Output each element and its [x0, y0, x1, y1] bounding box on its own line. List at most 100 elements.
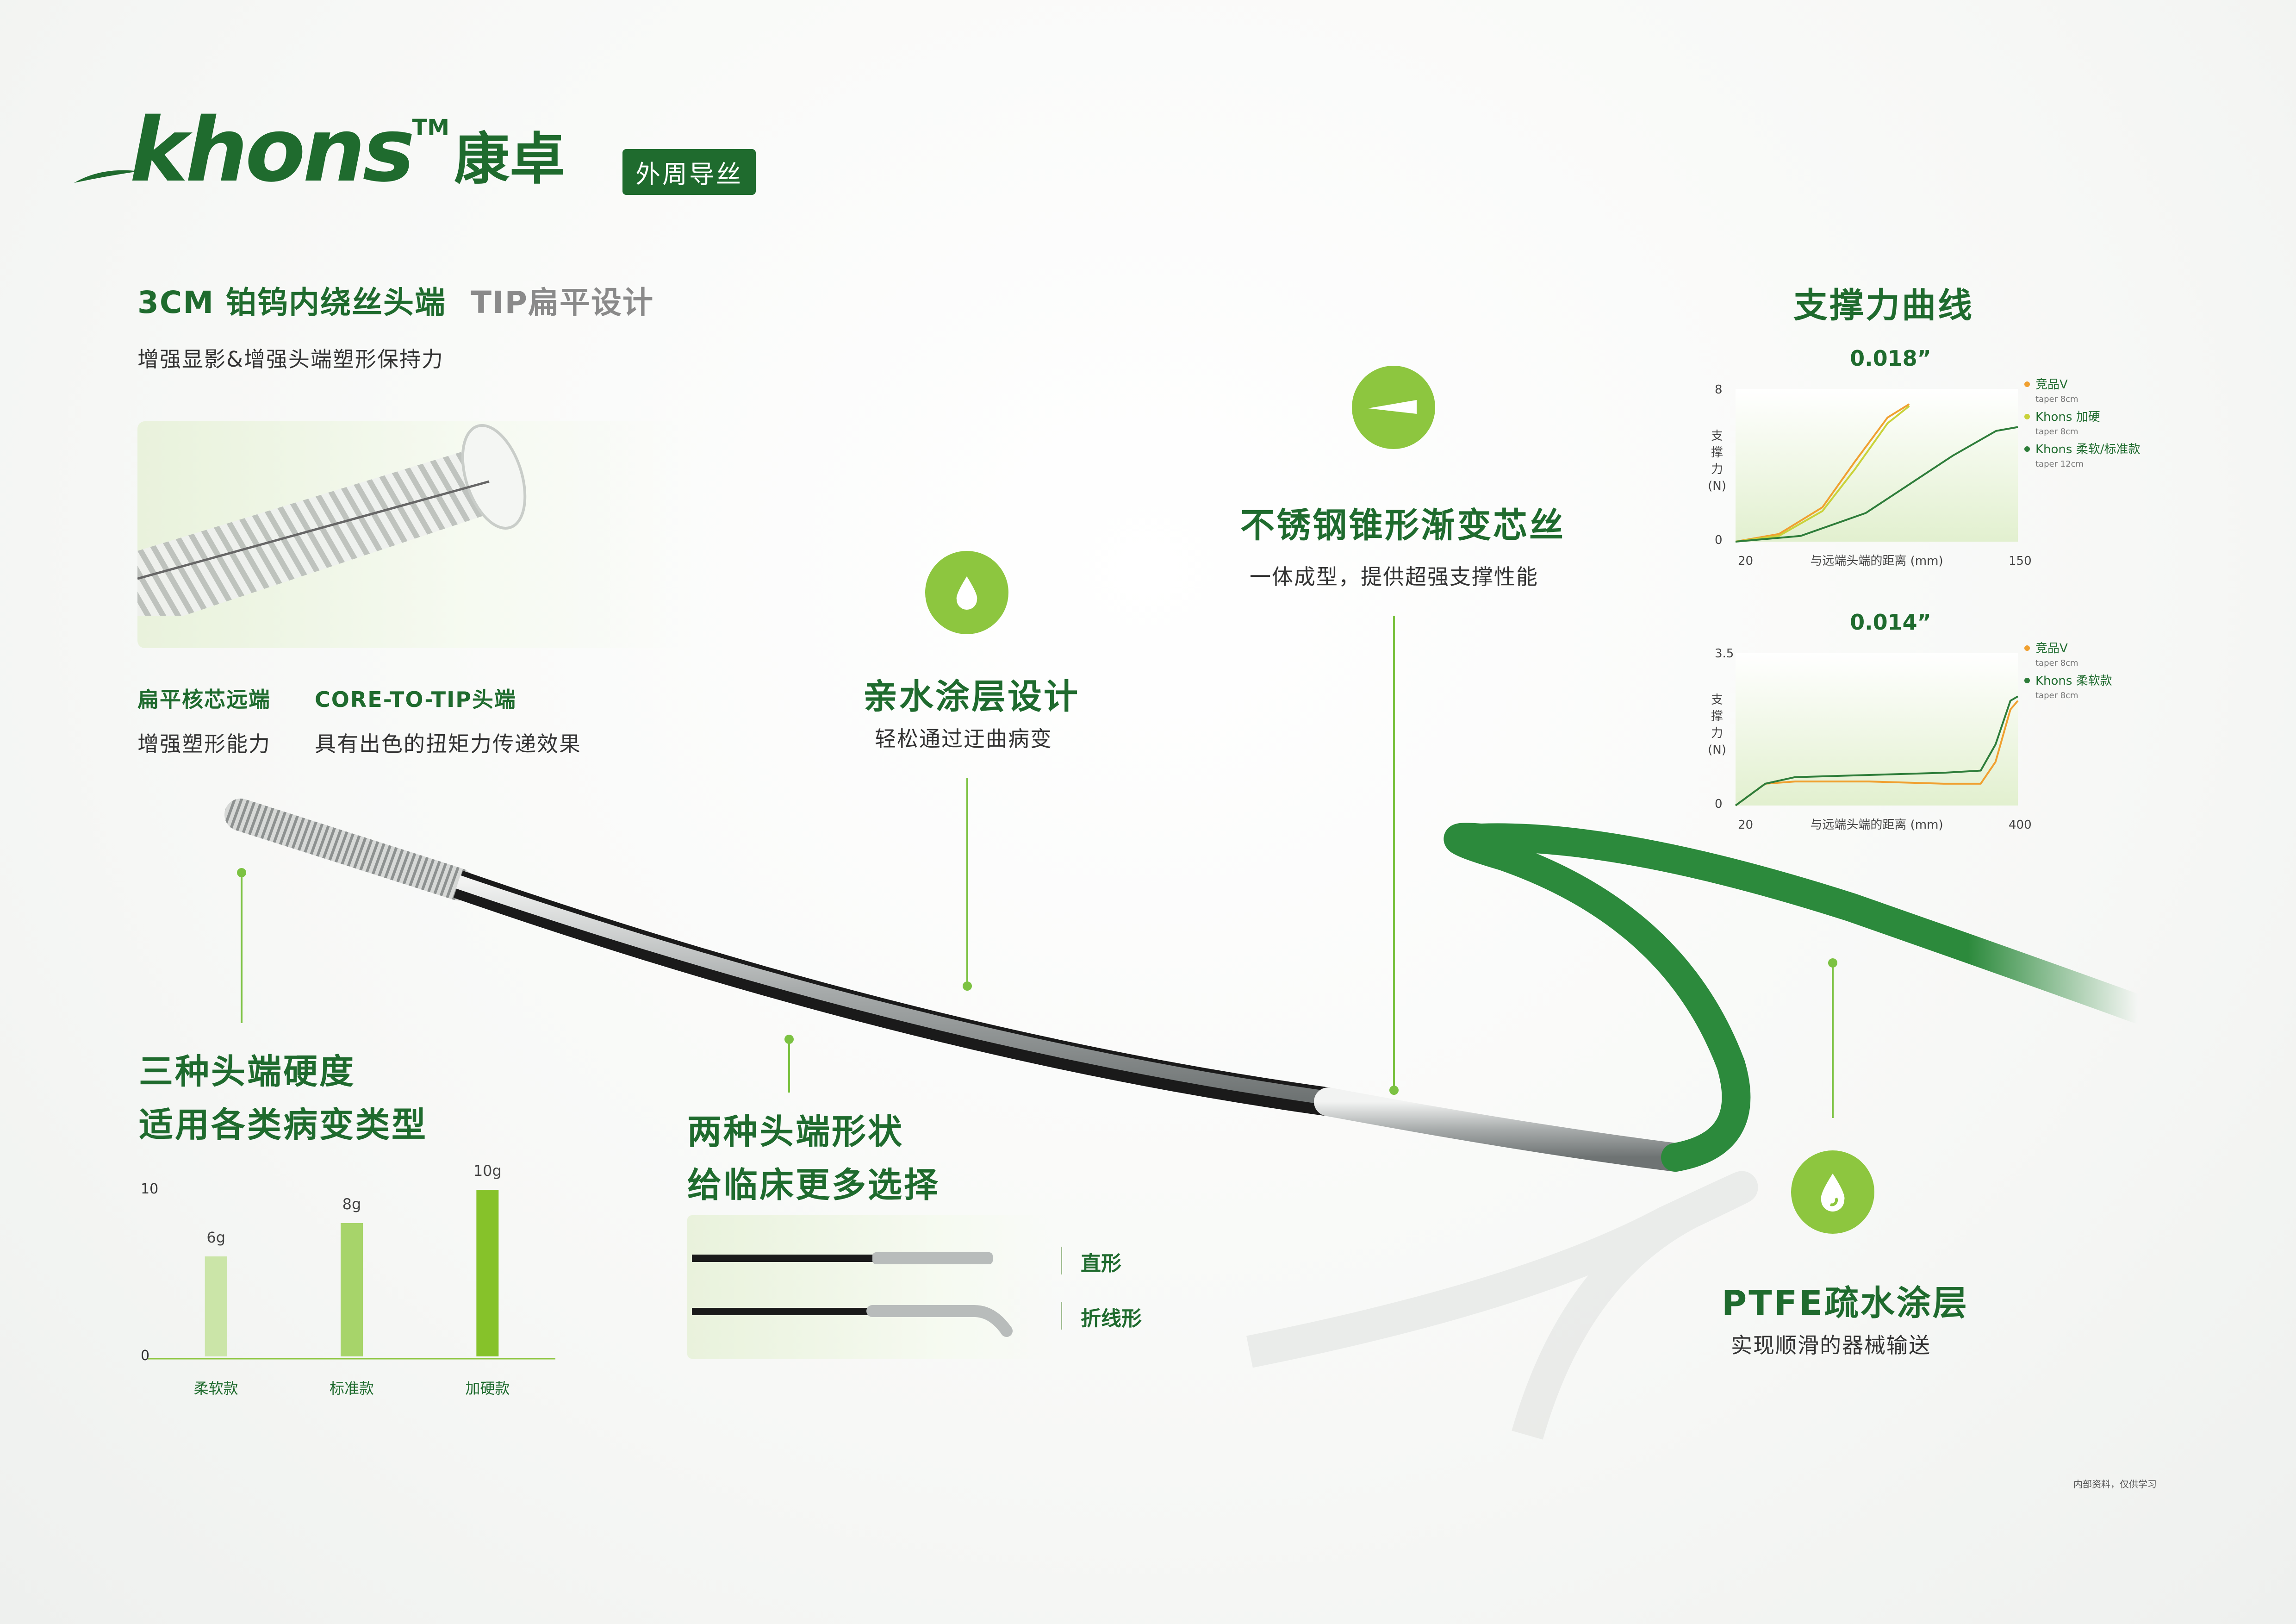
ptfe-leader-dot: [1828, 958, 1837, 968]
y-axis-label: 支: [1711, 429, 1723, 443]
angled-shape-divider: [1061, 1302, 1062, 1330]
chart-title: 0.014”: [1850, 610, 1931, 635]
hardness-leader-line: [241, 875, 243, 1023]
product-category-badge: 外周导丝: [622, 149, 756, 195]
hardness-bar-chart: 0 10 6g 柔软款 8g 标准款 10g 加硬款: [141, 1162, 555, 1397]
straight-shape-divider: [1061, 1247, 1062, 1274]
y-axis-label: 撑: [1711, 710, 1723, 724]
legend-marker: [2024, 381, 2030, 387]
y-tick-label: 3.5: [1715, 647, 1734, 661]
legend-sublabel: taper 8cm: [2035, 691, 2078, 700]
tip-subtitle-gray: TIP扁平设计: [471, 285, 654, 320]
core-desc: 一体成型，提供超强支撑性能: [1250, 564, 1538, 589]
support-chart-014: 0.014” 0 3.5 20 400 与远端头端的距离 (mm) 支撑力 (N) 竞品V tap…: [1708, 610, 2112, 832]
chart-title: 0.018”: [1850, 346, 1931, 371]
y-tick-label: 8: [1715, 383, 1723, 397]
feature-flat-core-title: 扁平核芯远端: [137, 687, 271, 712]
hydrophilic-leader-dot: [963, 981, 972, 991]
x-tick-label: 20: [1738, 818, 1753, 832]
taper-core-icon: [1352, 366, 1435, 449]
shapes-title-line1: 两种头端形状: [687, 1112, 904, 1152]
y-axis-label: 力: [1711, 726, 1723, 740]
legend-marker: [2024, 645, 2030, 651]
legend-marker: [2024, 414, 2030, 419]
legend-label: Khons 柔软/标准款: [2035, 443, 2140, 456]
hardness-leader-dot: [237, 868, 246, 877]
ptfe-desc: 实现顺滑的器械输送: [1731, 1333, 1931, 1358]
y-tick-label: 0: [1715, 533, 1723, 547]
legend-marker: [2024, 678, 2030, 683]
straight-shape-label: 直形: [1081, 1252, 1121, 1275]
legend-marker: [2024, 446, 2030, 452]
series-line: [1735, 426, 2018, 543]
core-leader-line: [1393, 616, 1395, 1088]
category-label: 标准款: [330, 1380, 374, 1397]
hydrophilic-title: 亲水涂层设计: [863, 677, 1080, 717]
tip-subtitle: 增强显影&增强头端塑形保持力: [137, 347, 444, 372]
coil-tip-image: [137, 421, 693, 648]
hardness-title-line1: 三种头端硬度: [139, 1052, 355, 1092]
y-tick-label: 0: [141, 1348, 149, 1364]
hydrophilic-leader-line: [966, 778, 968, 986]
ptfe-title: PTFE疏水涂层: [1722, 1283, 1969, 1323]
x-axis-label: 与远端头端的距离 (mm): [1810, 554, 1943, 568]
y-axis-label: (N): [1708, 743, 1726, 757]
hydrophilic-icon: [925, 551, 1008, 634]
y-axis-label: 撑: [1711, 446, 1723, 460]
angled-shape-label: 折线形: [1081, 1307, 1142, 1330]
brand-logo: khons TM 康卓: [74, 106, 565, 194]
legend-label: Khons 柔软款: [2035, 674, 2112, 688]
y-axis-label: 力: [1711, 462, 1723, 476]
legend-label: Khons 加硬: [2035, 410, 2100, 424]
hardness-title-line2: 适用各类病变类型: [139, 1105, 428, 1145]
x-tick-label: 400: [2009, 818, 2032, 832]
logo-swoosh-icon: [74, 170, 139, 183]
bar-value-label: 6g: [206, 1229, 225, 1246]
shapes-leader-line: [788, 1042, 790, 1093]
ptfe-icon: [1791, 1150, 1874, 1234]
bar-value-label: 10g: [473, 1162, 502, 1180]
series-line: [1735, 695, 2019, 806]
plot-area: [1736, 389, 2018, 542]
x-tick-label: 150: [2009, 554, 2032, 568]
bar: [476, 1190, 499, 1356]
series-line: [1735, 700, 2019, 806]
series-line: [1735, 403, 1910, 543]
bar-value-label: 8g: [342, 1195, 361, 1213]
series-line: [1735, 405, 1910, 543]
x-tick-label: 20: [1738, 554, 1753, 568]
category-label: 柔软款: [194, 1380, 238, 1397]
y-tick-label: 10: [141, 1181, 158, 1197]
logo-wordmark: khons: [130, 99, 415, 201]
legend-sublabel: taper 8cm: [2035, 658, 2078, 668]
bar: [205, 1256, 227, 1356]
legend-sublabel: taper 8cm: [2035, 394, 2078, 404]
ptfe-leader-line: [1832, 965, 1834, 1118]
logo-cn-name: 康卓: [454, 127, 566, 192]
support-chart-018: 0.018” 0 8 20 150 与远端头端的距离 (mm) 支撑力 (N) 竞品V taper…: [1708, 346, 2140, 568]
shapes-title-line2: 给临床更多选择: [687, 1165, 940, 1205]
y-axis-label: (N): [1708, 479, 1726, 493]
core-title: 不锈钢锥形渐变芯丝: [1240, 506, 1565, 545]
bar: [341, 1223, 363, 1356]
support-title: 支撑力曲线: [1793, 286, 1974, 325]
y-tick-label: 0: [1715, 797, 1723, 811]
legend-sublabel: taper 12cm: [2035, 459, 2084, 469]
y-axis-label: 支: [1711, 693, 1723, 707]
legend-sublabel: taper 8cm: [2035, 427, 2078, 437]
core-leader-dot: [1389, 1086, 1399, 1095]
legend-label: 竞品V: [2035, 642, 2068, 656]
x-axis-label: 与远端头端的距离 (mm): [1810, 818, 1943, 832]
shapes-leader-dot: [784, 1035, 794, 1044]
legend-label: 竞品V: [2035, 378, 2068, 392]
category-label: 加硬款: [465, 1380, 510, 1397]
hydrophilic-desc: 轻松通过迂曲病变: [875, 726, 1052, 751]
feature-core-to-tip-desc: 具有出色的扭矩力传递效果: [315, 731, 581, 756]
feature-flat-core-desc: 增强塑形能力: [137, 731, 271, 756]
logo-tm: TM: [412, 115, 450, 141]
feature-core-to-tip-title: CORE-TO-TIP头端: [315, 687, 516, 712]
tip-shapes-panel: [687, 1215, 1058, 1359]
tip-title: 3CM 铂钨内绕丝头端: [137, 285, 447, 320]
footer-note: 内部资料，仅供学习: [2073, 1479, 2157, 1490]
